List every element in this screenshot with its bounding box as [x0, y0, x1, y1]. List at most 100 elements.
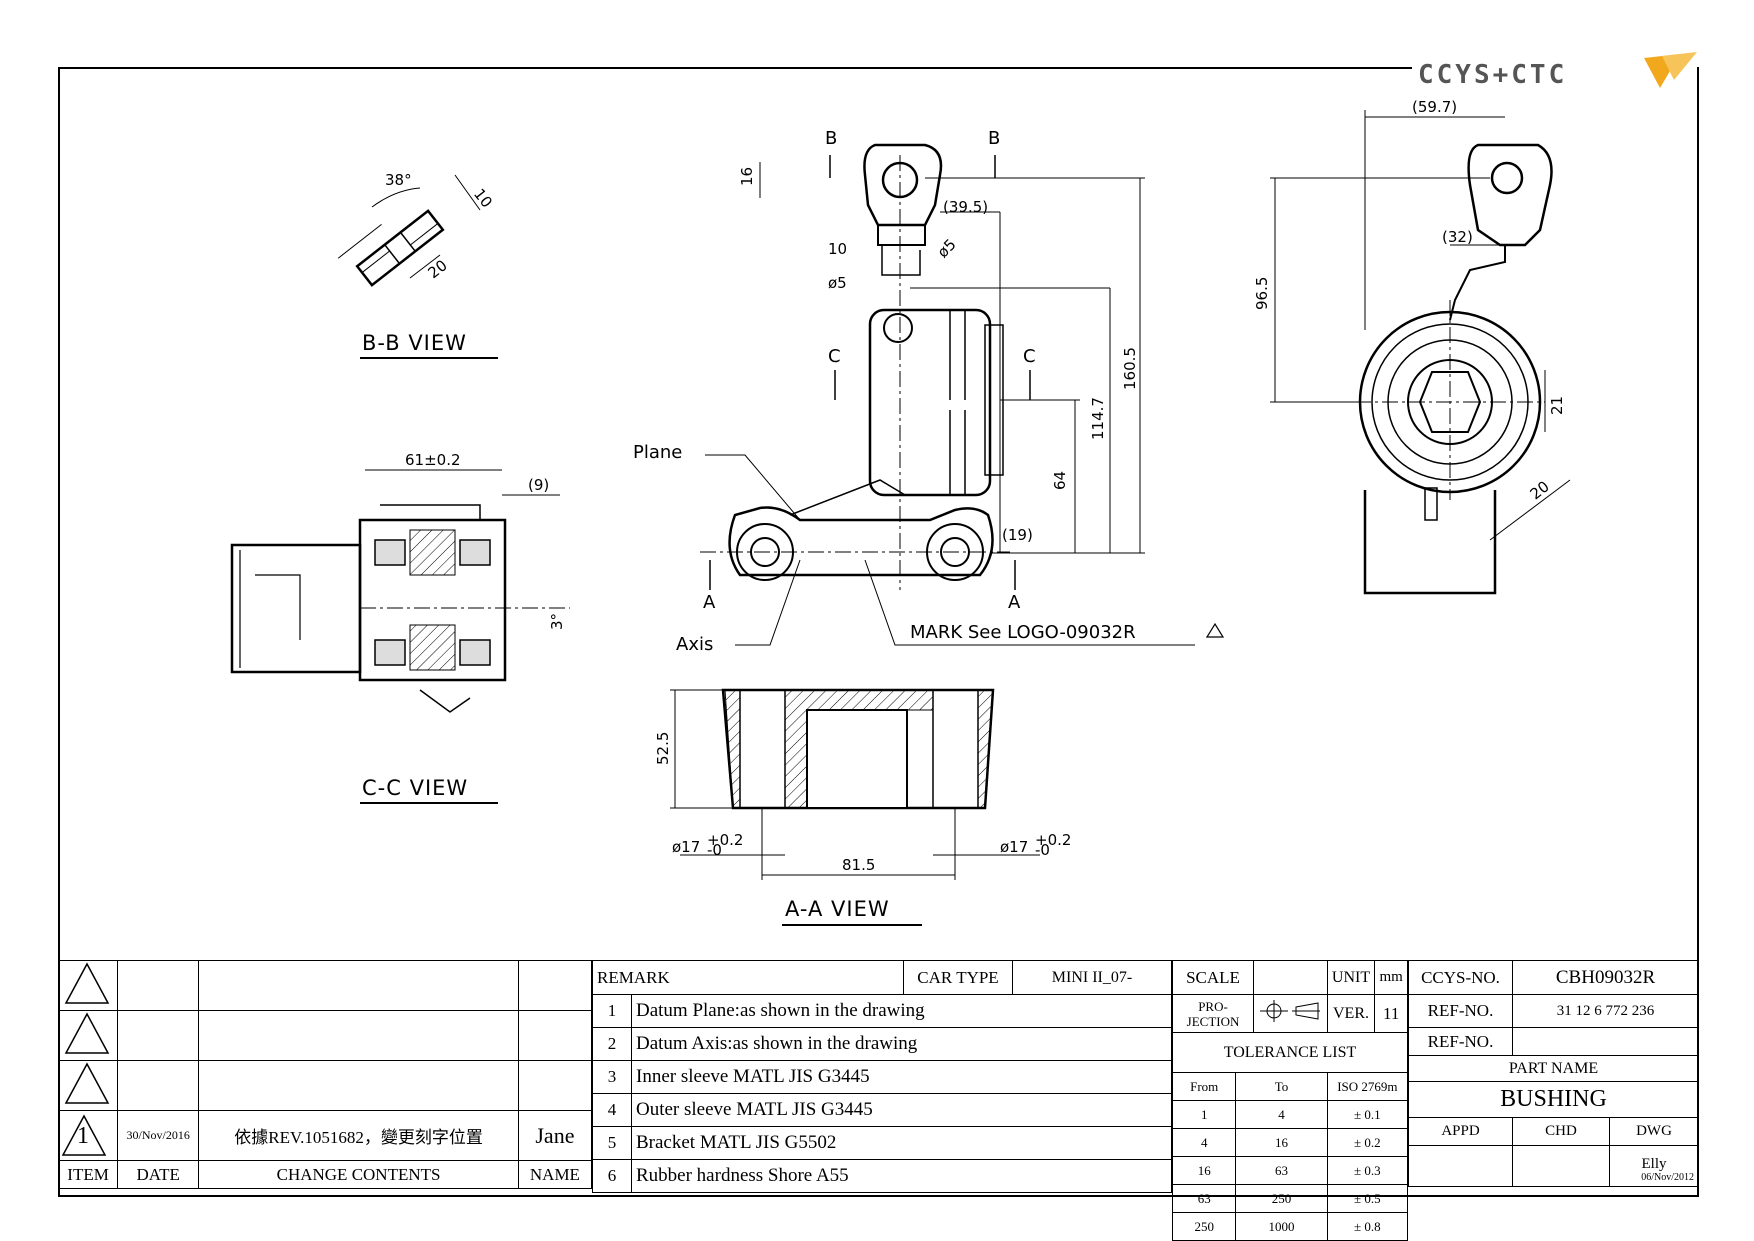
- rev-date: [117, 1060, 200, 1111]
- rev-date: [117, 960, 200, 1011]
- unit-label: UNIT: [1326, 960, 1376, 995]
- front-sec-b-left: B: [825, 128, 837, 149]
- tol-header-to: To: [1235, 1072, 1328, 1101]
- remark-text: Bracket MATL JIS G5502: [631, 1126, 1172, 1160]
- drawn-by: Elly: [1641, 1156, 1667, 1172]
- remark-number: 1: [592, 994, 632, 1028]
- ref-no-label-2: REF-NO.: [1408, 1027, 1513, 1056]
- front-dim-5b: ø5: [934, 235, 960, 261]
- tol-value: ± 0.2: [1326, 1128, 1409, 1157]
- tol-from: 250: [1171, 1212, 1237, 1241]
- rev-date: [117, 1010, 200, 1061]
- ref-no-value-2: [1512, 1027, 1699, 1056]
- front-sec-a-left: A: [703, 592, 716, 613]
- rev-triangle-icon: [61, 1114, 107, 1156]
- scale-value: [1253, 960, 1328, 995]
- rev-name: [517, 1010, 593, 1061]
- rev-header-contents: CHANGE CONTENTS: [198, 1160, 519, 1189]
- cc-dim-length: 61±0.2: [405, 451, 461, 469]
- rev-triangle-icon: [64, 1012, 110, 1054]
- aa-dim-hole-left: ø17: [672, 838, 700, 856]
- tol-from: 63: [1171, 1184, 1237, 1213]
- tol-header-std: ISO 2769m: [1326, 1072, 1409, 1101]
- remark-number: 2: [592, 1027, 632, 1061]
- rev-name: [517, 960, 593, 1011]
- part-name-label: PART NAME: [1408, 1055, 1699, 1082]
- aa-tol-up-right: +0.2: [1035, 831, 1071, 849]
- cc-dim-ref: (9): [528, 476, 549, 494]
- projection-symbol-cell: [1253, 994, 1328, 1033]
- front-sec-a-right: A: [1008, 592, 1021, 613]
- tolerance-title: TOLERANCE LIST: [1172, 1032, 1408, 1073]
- side-dim-20: 20: [1527, 477, 1553, 503]
- unit-value: mm: [1374, 960, 1408, 995]
- rev-triangle-cell: [57, 1010, 119, 1061]
- chd-label: CHD: [1512, 1117, 1610, 1146]
- chd-signature: [1512, 1145, 1610, 1187]
- rev-header-item: ITEM: [57, 1160, 119, 1189]
- rev-header-date: DATE: [117, 1160, 200, 1189]
- rev-contents: [198, 1060, 519, 1111]
- part-name-value: BUSHING: [1408, 1081, 1699, 1118]
- rev-triangle-cell: [57, 1060, 119, 1111]
- tol-value: ± 0.5: [1326, 1184, 1409, 1213]
- tol-to: 4: [1235, 1100, 1328, 1129]
- front-label-plane: Plane: [633, 442, 682, 463]
- front-dim-160: 160.5: [1121, 347, 1139, 390]
- rev-name: [517, 1060, 593, 1111]
- warning-triangle-icon: [1205, 622, 1225, 638]
- front-dim-5a: ø5: [828, 274, 847, 292]
- front-dim-16: 16: [738, 167, 756, 186]
- tol-header-from: From: [1171, 1072, 1237, 1101]
- dwg-label: DWG: [1609, 1117, 1699, 1146]
- rev-name: Jane: [517, 1110, 593, 1161]
- remark-number: 4: [592, 1093, 632, 1127]
- logo-text: CCYS+CTC: [1418, 60, 1567, 90]
- front-sec-c-right: C: [1023, 346, 1036, 367]
- remark-text: Inner sleeve MATL JIS G3445: [631, 1060, 1172, 1094]
- remark-text: Datum Axis:as shown in the drawing: [631, 1027, 1172, 1061]
- remark-number: 3: [592, 1060, 632, 1094]
- front-dim-64: 64: [1051, 471, 1069, 490]
- remark-number: 6: [592, 1159, 632, 1193]
- drawing-frame: [58, 67, 1699, 1197]
- rev-triangle-icon: [64, 962, 110, 1004]
- bb-dim-angle: 38°: [385, 171, 412, 189]
- ccys-no-label: CCYS-NO.: [1408, 960, 1513, 995]
- remark-number: 5: [592, 1126, 632, 1160]
- front-dim-39: (39.5): [943, 198, 988, 216]
- aa-dim-height: 52.5: [654, 732, 672, 765]
- projection-label: PRO- JECTION: [1171, 994, 1255, 1033]
- ver-value: 11: [1374, 994, 1408, 1033]
- scale-label: SCALE: [1171, 960, 1255, 995]
- scale-tolerance-table: SCALE UNIT mm PRO- JECTION VER. 11 TOLER…: [1171, 960, 1409, 1241]
- tol-to: 16: [1235, 1128, 1328, 1157]
- front-label-axis: Axis: [676, 634, 713, 655]
- part-info-table: CCYS-NO. CBH09032R REF-NO. 31 12 6 772 2…: [1408, 960, 1699, 1187]
- tol-to: 1000: [1235, 1212, 1328, 1241]
- front-label-mark: MARK See LOGO-09032R: [910, 622, 1136, 643]
- ref-no-label: REF-NO.: [1408, 994, 1513, 1028]
- remark-text: Rubber hardness Shore A55: [631, 1159, 1172, 1193]
- tol-from: 16: [1171, 1156, 1237, 1185]
- bb-dim-width: 20: [425, 256, 451, 282]
- side-view: (59.7) (32) 96.5 21 20: [1253, 98, 1571, 595]
- remarks-title: REMARK: [592, 960, 904, 995]
- rev-triangle-icon: [64, 1062, 110, 1104]
- aa-view: 52.5 ø17 +0.2 -0 ø17 +0.2 -0 81.5 A-A VI…: [654, 688, 1071, 926]
- appd-signature: [1408, 1145, 1513, 1187]
- rev-header-name: NAME: [517, 1160, 593, 1189]
- tol-to: 250: [1235, 1184, 1328, 1213]
- logo-swoosh-icon-2: [1662, 52, 1697, 80]
- front-dim-114: 114.7: [1089, 397, 1107, 440]
- car-type-label: CAR TYPE: [903, 960, 1013, 995]
- cc-view: 61±0.2 (9) 3° C-C VIEW: [230, 451, 570, 804]
- front-sec-c-left: C: [828, 346, 841, 367]
- revision-table: 1 30/Nov/2016 依據REV.1051682，變更刻字位置 Jane …: [57, 960, 593, 1189]
- company-logo: CCYS+CTC: [1412, 50, 1697, 98]
- rev-contents: 依據REV.1051682，變更刻字位置: [198, 1110, 519, 1161]
- remark-text: Datum Plane:as shown in the drawing: [631, 994, 1172, 1028]
- drawing-area: 38° 10 20 B-B VIEW 61±0.2 (9) 3° C-C VIE…: [230, 98, 1571, 926]
- front-sec-b-right: B: [988, 128, 1000, 149]
